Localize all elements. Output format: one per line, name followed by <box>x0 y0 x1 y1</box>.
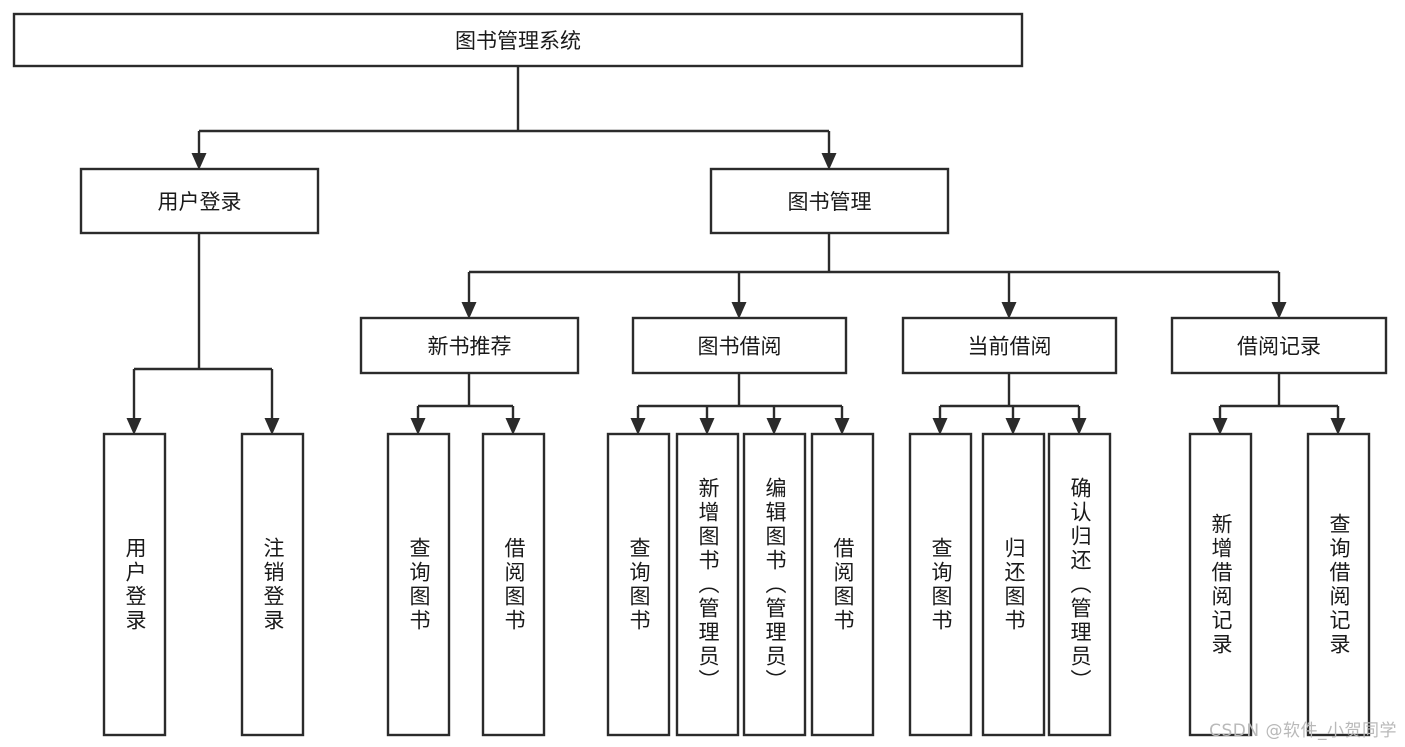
node-leaf-box-12[interactable] <box>1306 432 1371 737</box>
node-leaf-box-0[interactable] <box>102 432 167 737</box>
connector-arrowhead <box>191 153 207 170</box>
node-level1-label-1: 图书管理 <box>788 190 872 214</box>
connector-layer <box>126 66 1346 435</box>
node-level2-label-1: 图书借阅 <box>698 335 782 359</box>
connector-arrowhead <box>1330 418 1346 435</box>
connector-arrowhead <box>461 302 477 319</box>
connector-arrowhead <box>699 418 715 435</box>
node-leaf-box-8[interactable] <box>908 432 973 737</box>
connector-arrowhead <box>834 418 850 435</box>
node-root-label: 图书管理系统 <box>455 29 581 53</box>
node-level2-label-3: 借阅记录 <box>1237 335 1321 359</box>
node-level2-box-1[interactable] <box>631 316 848 375</box>
node-leaf-box-1[interactable] <box>240 432 305 737</box>
node-leaf-box-7[interactable] <box>810 432 875 737</box>
node-leaf-box-9[interactable] <box>981 432 1046 737</box>
connector-arrowhead <box>1212 418 1228 435</box>
watermark-credit: CSDN @软件_小贺同学 <box>1209 721 1397 741</box>
node-level1-box-1[interactable] <box>709 167 950 235</box>
node-leaf-box-5[interactable] <box>675 432 740 737</box>
node-level2-box-3[interactable] <box>1170 316 1388 375</box>
node-level1-box-0[interactable] <box>79 167 320 235</box>
connector-arrowhead <box>821 153 837 170</box>
node-leaf-box-10[interactable] <box>1047 432 1112 737</box>
connector-arrowhead <box>1001 302 1017 319</box>
connector-arrowhead <box>932 418 948 435</box>
connector-arrowhead <box>1271 302 1287 319</box>
node-level2-label-0: 新书推荐 <box>428 335 512 359</box>
box-layer <box>12 12 1388 737</box>
node-leaf-box-3[interactable] <box>481 432 546 737</box>
connector-arrowhead <box>630 418 646 435</box>
connector-arrowhead <box>126 418 142 435</box>
node-leaf-box-11[interactable] <box>1188 432 1253 737</box>
node-leaf-box-4[interactable] <box>606 432 671 737</box>
connector-arrowhead <box>505 418 521 435</box>
node-level2-box-2[interactable] <box>901 316 1118 375</box>
connector-arrowhead <box>766 418 782 435</box>
connector-arrowhead <box>1005 418 1021 435</box>
node-root-box[interactable] <box>12 12 1024 68</box>
node-level2-box-0[interactable] <box>359 316 580 375</box>
node-leaf-box-6[interactable] <box>742 432 807 737</box>
node-level1-label-0: 用户登录 <box>158 190 242 214</box>
node-level2-label-2: 当前借阅 <box>968 335 1052 359</box>
connector-arrowhead <box>410 418 426 435</box>
connector-arrowhead <box>1071 418 1087 435</box>
connector-arrowhead <box>731 302 747 319</box>
connector-arrowhead <box>264 418 280 435</box>
node-leaf-box-2[interactable] <box>386 432 451 737</box>
